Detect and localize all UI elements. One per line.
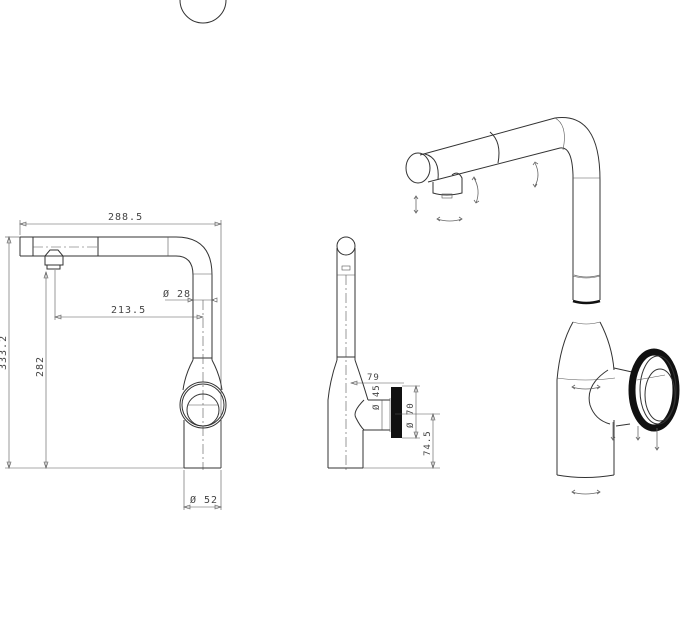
black-ring: [572, 299, 601, 305]
dim-handle-inner-diameter: Ø 45: [371, 384, 382, 410]
dim-handle-outer-diameter: Ø 70: [405, 402, 416, 428]
dim-outlet-height: 282: [35, 356, 46, 377]
front-view: 288.5 213.5 Ø 28 333.2 282 Ø 52: [0, 0, 227, 510]
dim-handle-offset: 79: [367, 373, 380, 383]
dim-base-diameter: Ø 52: [190, 494, 218, 506]
dim-overall-height: 333.2: [0, 335, 9, 370]
dim-handle-height: 74.5: [423, 430, 433, 456]
dim-spout-diameter: Ø 28: [163, 288, 191, 300]
handle-grip: [391, 387, 402, 438]
dim-overall-reach: 288.5: [108, 212, 143, 223]
perspective-view: [405, 117, 680, 495]
dim-spout-reach: 213.5: [111, 305, 146, 316]
side-view: 79 Ø 45 Ø 70 74.5: [327, 236, 440, 470]
